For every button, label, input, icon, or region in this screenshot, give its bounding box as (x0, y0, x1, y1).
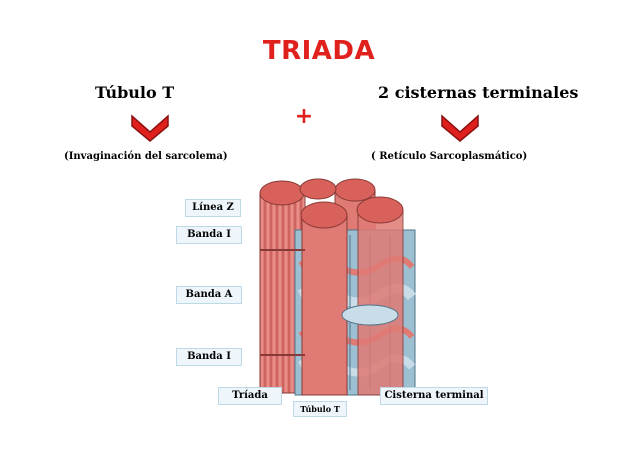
diagram-title: TRIADA (262, 36, 376, 66)
cisternas-note: ( Retículo Sarcoplasmático) (371, 151, 528, 162)
linea-z-label: Línea Z (185, 199, 241, 217)
tubulo-t-label: Túbulo T (293, 401, 347, 417)
cisternas-heading: 2 cisternas terminales (378, 83, 579, 102)
triada-label: Tríada (218, 387, 282, 405)
myofibril-illustration (259, 178, 416, 396)
banda-i-top-label: Banda I (176, 226, 242, 244)
tubulo-t-note: (Invaginación del sarcolema) (64, 151, 228, 162)
banda-i-bottom-label: Banda I (176, 348, 242, 366)
tubulo-t-heading: Túbulo T (95, 83, 175, 102)
chevron-down-icon (131, 114, 169, 142)
plus-sign: + (294, 104, 314, 129)
chevron-down-icon (441, 114, 479, 142)
cisterna-terminal-label: Cisterna terminal (380, 387, 488, 405)
banda-a-label: Banda A (176, 286, 242, 304)
